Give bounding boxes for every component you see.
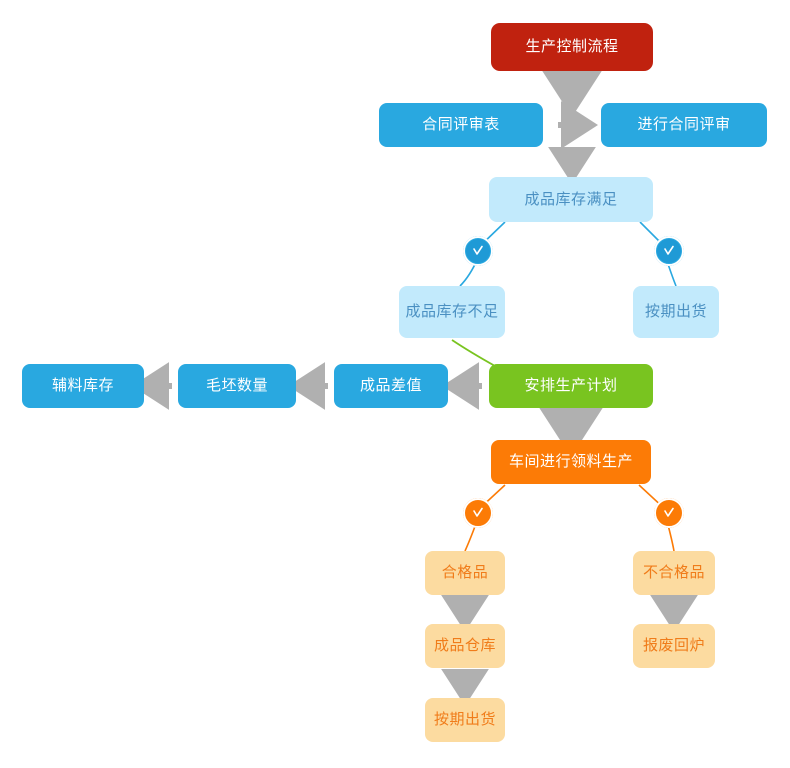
node-ship-on-time[interactable]: 按期出货: [633, 286, 719, 338]
edge-stocklow-to-plan: [451, 339, 496, 367]
branch-dot-stock-left[interactable]: [463, 236, 493, 266]
branch-dot-workshop-left[interactable]: [463, 498, 493, 528]
check-icon: [664, 507, 674, 517]
node-scrap-remelt[interactable]: 报废回炉: [633, 624, 715, 668]
node-product-difference[interactable]: 成品差值: [334, 364, 448, 408]
node-stock-sufficient[interactable]: 成品库存满足: [489, 177, 653, 222]
node-production-plan[interactable]: 安排生产计划: [489, 364, 653, 408]
node-workshop-production[interactable]: 车间进行领料生产: [491, 440, 651, 484]
check-icon: [664, 245, 674, 255]
node-aux-material-stock[interactable]: 辅料库存: [22, 364, 144, 408]
node-finished-warehouse[interactable]: 成品仓库: [425, 624, 505, 668]
node-qualified[interactable]: 合格品: [425, 551, 505, 595]
node-contract-form[interactable]: 合同评审表: [379, 103, 543, 147]
check-icon: [473, 507, 483, 517]
check-icon: [473, 245, 483, 255]
node-contract-review[interactable]: 进行合同评审: [601, 103, 767, 147]
branch-dot-workshop-right[interactable]: [654, 498, 684, 528]
node-blank-quantity[interactable]: 毛坯数量: [178, 364, 296, 408]
node-root[interactable]: 生产控制流程: [491, 23, 653, 71]
branch-dot-stock-right[interactable]: [654, 236, 684, 266]
node-unqualified[interactable]: 不合格品: [633, 551, 715, 595]
node-ship-on-time-final[interactable]: 按期出货: [425, 698, 505, 742]
node-stock-insufficient[interactable]: 成品库存不足: [399, 286, 505, 338]
